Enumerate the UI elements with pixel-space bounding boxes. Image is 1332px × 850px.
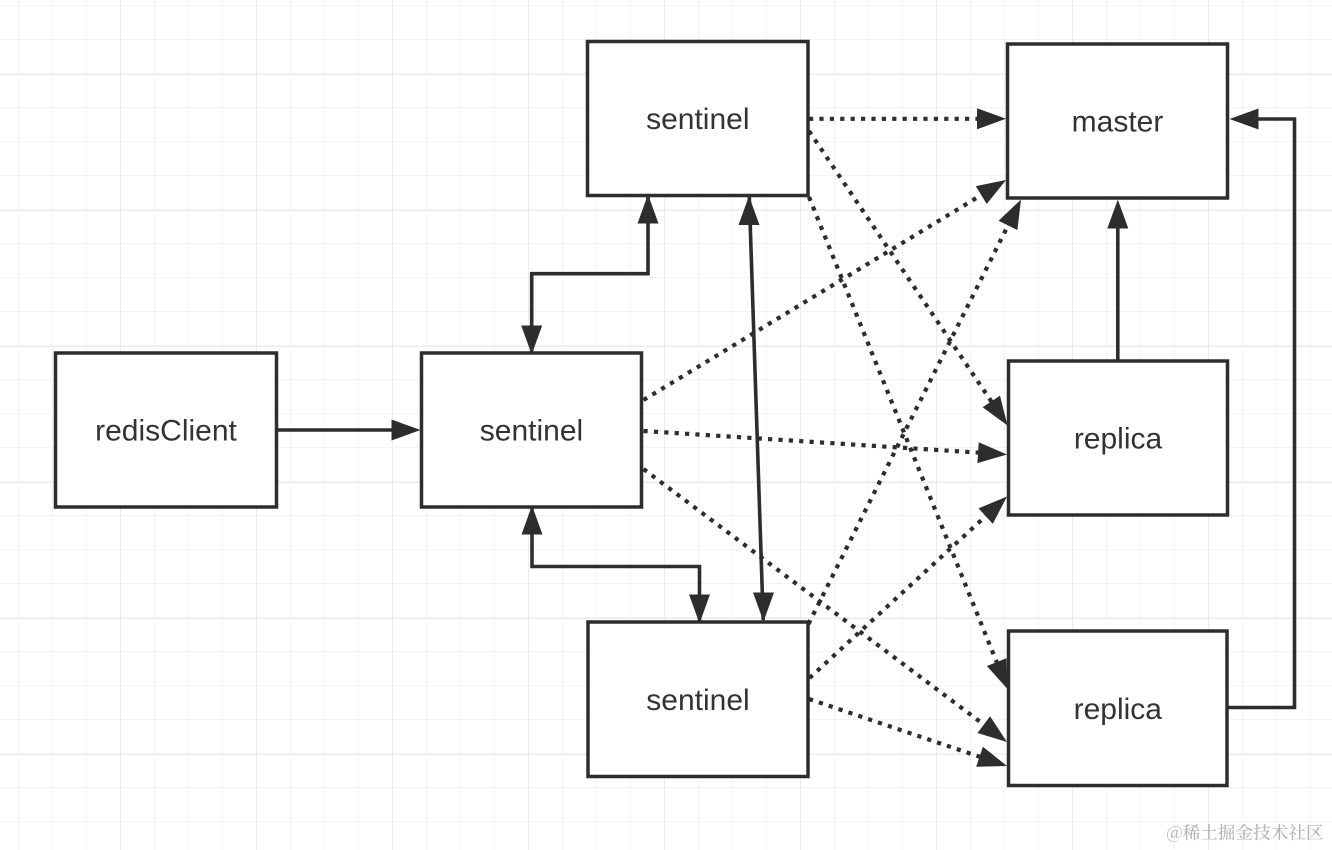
svg-text:sentinel: sentinel — [646, 103, 749, 136]
svg-text:replica: replica — [1074, 423, 1163, 456]
svg-text:master: master — [1072, 106, 1164, 139]
svg-text:sentinel: sentinel — [646, 684, 749, 717]
svg-text:redisClient: redisClient — [95, 415, 237, 448]
svg-text:replica: replica — [1074, 693, 1163, 726]
svg-text:sentinel: sentinel — [480, 415, 583, 448]
